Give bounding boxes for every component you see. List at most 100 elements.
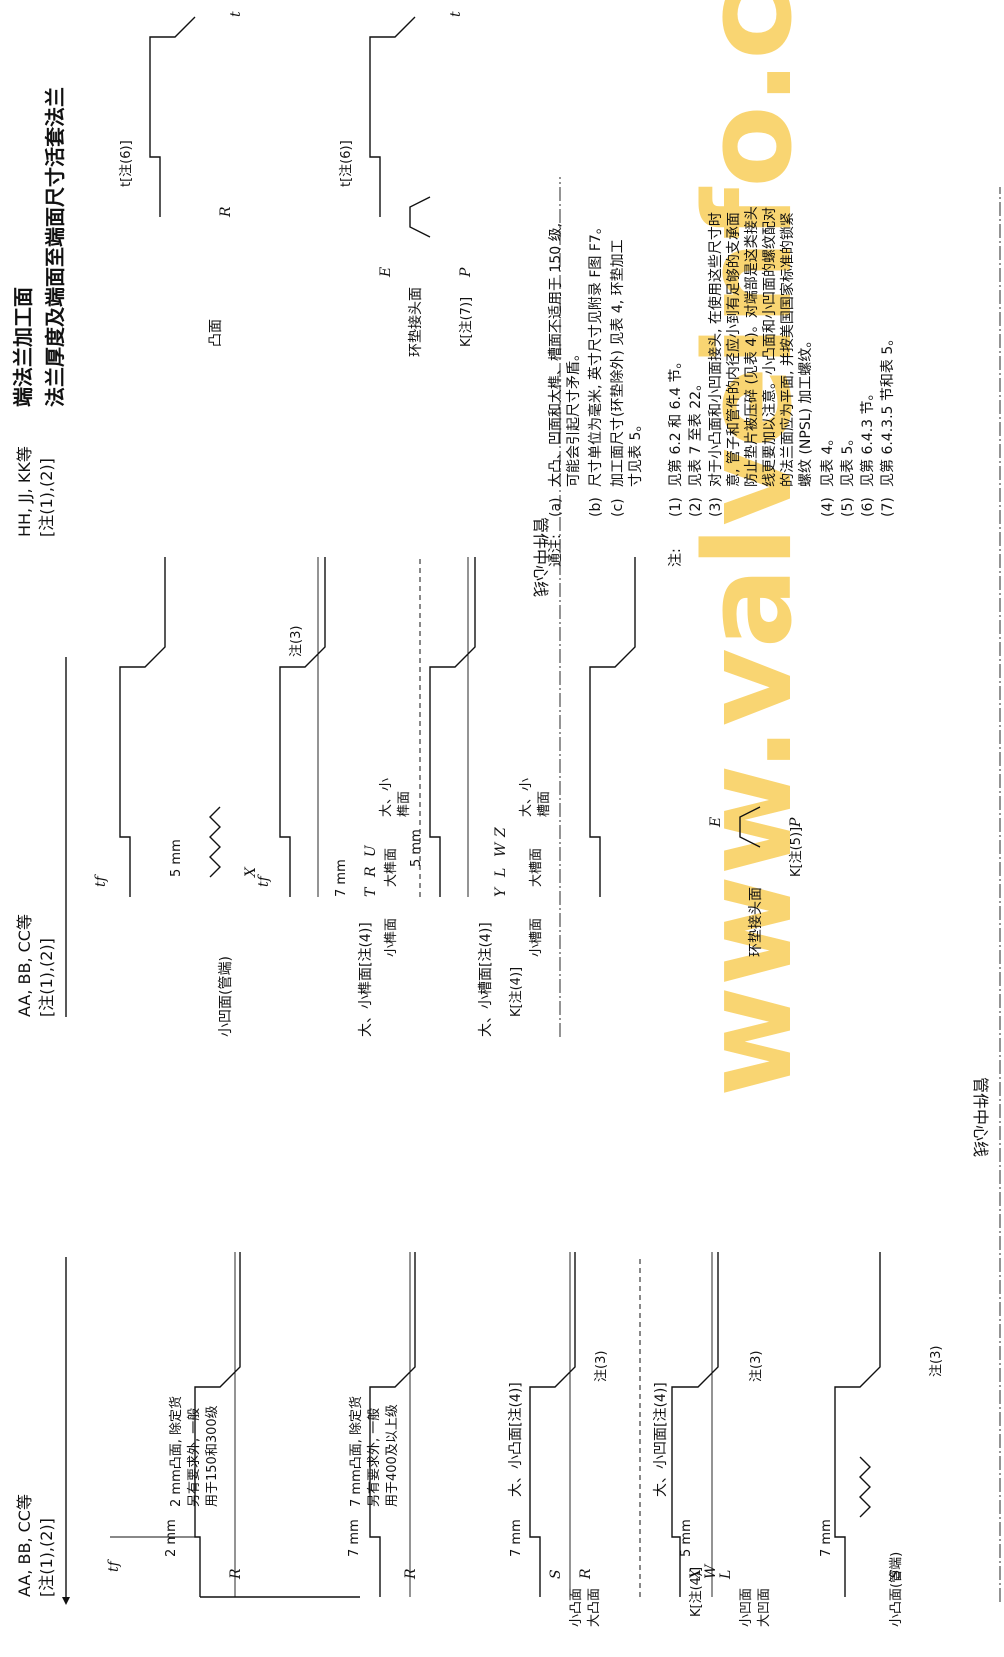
left-fig5-note3: 注(3) [929, 1346, 944, 1377]
mid-fig3-Z: Z [493, 827, 509, 838]
mid-fig2-small: 小榫面 [384, 918, 399, 957]
mid-fig3-small: 小槽面 [529, 918, 544, 957]
right-k-note: K[注(7)] [459, 297, 474, 347]
left-column: AA, BB, CC等 [注(1),(2)] 管件中心线 tf 2 mm R 2… [15, 187, 1001, 1627]
gn-c-label: (c) [610, 498, 626, 517]
mid-fig1-dim: 5 mm [169, 839, 184, 877]
left-fig5-caption: 小凸面(管端) [889, 1552, 904, 1627]
left-fig3-large: 大凸面 [587, 1588, 602, 1627]
hh-note: [注(1),(2)] [37, 458, 56, 537]
mid-fig4-groove [739, 806, 761, 848]
left-fig5-dim: 7 mm [819, 1519, 834, 1557]
left-fig3-outline [529, 1252, 576, 1597]
left-fig2-caption-2: 用于400及以上级 [385, 1404, 400, 1507]
left-fig-2: 7 mm R 7 mm凸面, 除定货 另有要求外, 一般 用于400及以上级 [347, 1252, 419, 1597]
left-fig1-dim: 2 mm [164, 1519, 179, 1557]
notes: 注: (1) 见第 6.2 和 6.4 节。 (2) 见表 7 至表 22。 (… [667, 206, 896, 567]
right-fig2-t-note: t[注(6)] [339, 140, 354, 187]
mid-fig3-large: 大槽面 [529, 848, 544, 887]
left-fig4-X: X [688, 1568, 704, 1580]
mid-fig3-mixed-0: 大、小 [519, 778, 534, 817]
general-notes: 通注: (a) 大凸、凹面和大榫、槽面不适用于 150 级, 可能会引起尺寸矛盾… [548, 220, 644, 567]
left-aa-label: AA, BB, CC等 [15, 1494, 34, 1597]
gn-a-line0: 大凸、凹面和大榫、槽面不适用于 150 级, [548, 223, 564, 487]
mid-fig4-E: E [708, 817, 724, 828]
right-fig2-t: t [448, 11, 464, 17]
mid-fig2-dim: 7 mm [334, 859, 349, 897]
left-fig1-caption-0: 2 mm凸面, 除定货 [168, 1396, 184, 1507]
mid-fig2-mixed-0: 大、小 [379, 778, 394, 817]
left-fig3-dim: 7 mm [509, 1519, 524, 1557]
left-fig1-tf: tf [106, 1558, 122, 1572]
n3-line3: 线更要加以注意。小凸面和小凹面的螺纹配对 [761, 207, 778, 487]
left-fig4-outline [671, 1252, 719, 1597]
left-fig4-L: L [718, 1570, 734, 1580]
right-fig1-outline [149, 16, 196, 217]
left-fig-1: tf 2 mm R 2 mm凸面, 除定货 另有要求外, 一般 用于150和30… [106, 1252, 360, 1598]
left-fig3-R: R [578, 1568, 594, 1580]
left-fig5-outline [834, 1252, 881, 1597]
n3-line0: 对于小凸面和小凹面接头, 在使用这些尺寸时 [707, 212, 724, 487]
left-fig4-large: 大凹面 [757, 1588, 772, 1627]
left-fig3-S: S [548, 1569, 564, 1579]
mid-fig-4: E P 环垫接头面 K[注(5)] [589, 557, 804, 957]
left-fig5-thread [859, 1456, 871, 1518]
mid-fig-3: 5 mm Y L W Z 大、小槽面[注(4)] K[注(4)] 小槽面 大槽面… [409, 557, 552, 1037]
mid-fig2-tf: tf [256, 873, 272, 887]
right-fig1-t: t [228, 11, 244, 17]
right-fig2-outline [369, 16, 416, 217]
right-fig2-P: P [458, 267, 474, 278]
gn-c-line1: 寸见表 5。 [628, 418, 644, 487]
mid-fig3-mixed-1: 槽面 [537, 791, 552, 817]
mid-fig3-caption: 大、小槽面[注(4)] [478, 922, 494, 1037]
mid-fig3-W: W [493, 841, 509, 857]
left-fig1-R: R [228, 1568, 244, 1580]
left-fig4-caption: 大、小凹面[注(4)] [653, 1382, 669, 1497]
right-fig2-E: E [378, 267, 394, 278]
mid-fig3-L: L [493, 868, 509, 878]
left-fig4-dim: 5 mm [679, 1519, 694, 1557]
n5-line0: 见表 5。 [840, 432, 856, 487]
right-ring-joint-fig: E P 环垫接头面 K[注(7)] t[注(6)] t [339, 11, 474, 357]
n4-label: (4) [820, 497, 836, 517]
n3-label: (3) [708, 497, 724, 517]
mid-fig2-mixed-1: 榫面 [397, 791, 412, 817]
mid-fig1-X: X [243, 866, 259, 878]
mid-fig1-thread [209, 806, 221, 878]
left-fig-4: 5 mm X W L 大、小凹面[注(4)] K[注(4)] 小凹面 大凹面 注… [639, 1252, 772, 1627]
left-fig5-S: S [888, 1569, 904, 1579]
left-aa-note: [注(1),(2)] [37, 1518, 56, 1597]
left-fig2-R: R [403, 1568, 419, 1580]
left-centerline-label: 管件中心线 [971, 1077, 990, 1157]
n3-line2: 防止垫片被压碎 (见表 4)。对端部是这类接头 [743, 206, 760, 487]
mid-fig2-R: R [363, 866, 379, 878]
mid-fig4-P: P [788, 817, 804, 828]
right-fig1-t-note: t[注(6)] [119, 140, 134, 187]
gn-a-label: (a) [548, 497, 564, 517]
mid-fig1-caption: 小凹面(管端) [218, 956, 234, 1037]
left-fig4-note3: 注(3) [749, 1351, 764, 1382]
mid-fig3-outline [429, 557, 476, 897]
right-fig1-R: R [218, 206, 234, 218]
mid-fig4-outline [589, 557, 636, 897]
left-fig4-small: 小凹面 [739, 1588, 754, 1627]
mid-centerline-label: 管件中心线 [531, 517, 550, 597]
left-fig-5: 7 mm S 小凸面(管端) 注(3) [819, 1252, 944, 1627]
mid-fig3-Y: Y [493, 886, 509, 897]
n1-label: (1) [668, 497, 684, 517]
left-fig2-caption-0: 7 mm凸面, 除定货 [348, 1396, 364, 1507]
right-column: 端法兰加工面 法兰厚度及端面至端面尺寸活套法兰 凸面 R t[注(6)] t E… [11, 11, 474, 407]
left-aa-arrow [62, 1597, 70, 1605]
gn-b-label: (b) [588, 497, 604, 517]
hh-label: HH, JJ, KK等 [15, 446, 34, 537]
left-fig3-caption: 大、小凸面[注(4)] [508, 1382, 524, 1497]
left-fig3-small: 小凸面 [569, 1588, 584, 1627]
mid-fig2-T: T [363, 886, 379, 897]
mid-fig2-caption: 大、小榫面[注(4)] [358, 922, 374, 1037]
mid-fig4-k: K[注(5)] [789, 827, 804, 877]
left-fig3-note3: 注(3) [594, 1351, 609, 1382]
n4-line0: 见表 4。 [820, 432, 836, 487]
mid-aa-label: AA, BB, CC等 [15, 914, 34, 1017]
mid-fig1-outline [119, 557, 166, 897]
